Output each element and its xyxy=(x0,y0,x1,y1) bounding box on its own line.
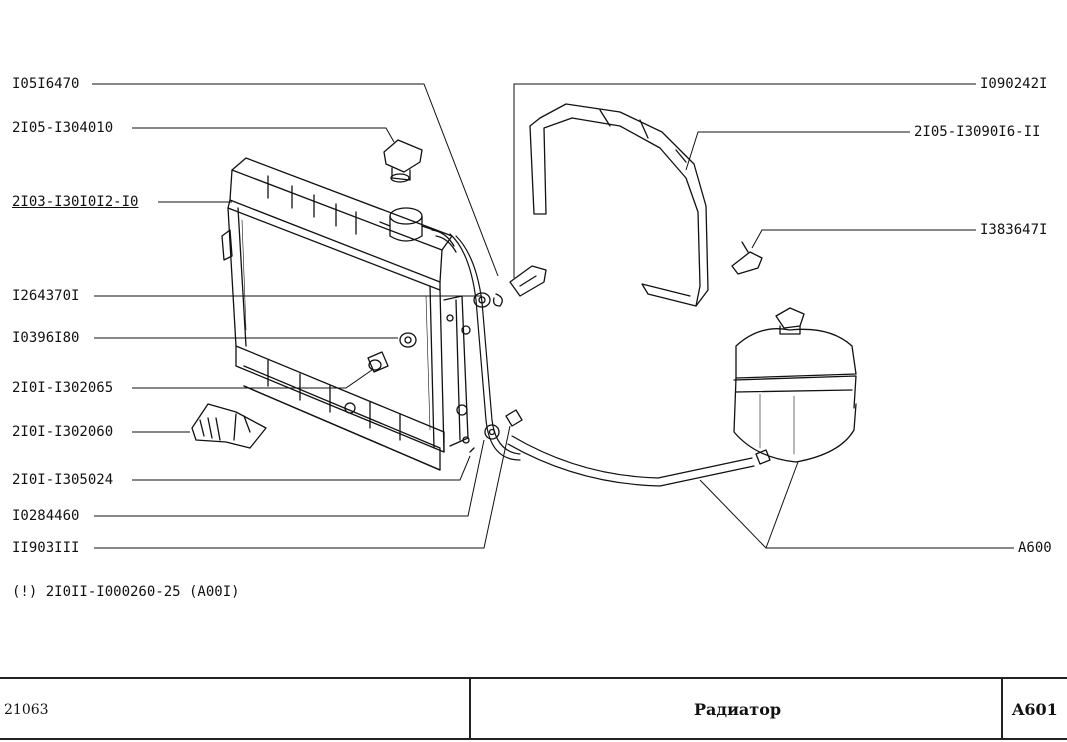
applicability-note: (!) 2I0II-I000260-25 (A00I) xyxy=(12,584,240,600)
callout-label-c3: 2I03-I30I0I2-I0 xyxy=(12,194,139,210)
leader-c9 xyxy=(94,439,485,517)
leader-r4 xyxy=(699,479,1014,549)
leader-r3 xyxy=(751,229,976,249)
callout-label-c9: I0284460 xyxy=(12,508,80,524)
leader-c8 xyxy=(132,455,471,481)
leader-r2 xyxy=(685,131,910,171)
footer-model: 21063 xyxy=(4,702,49,718)
footer-divider-left xyxy=(469,677,471,740)
leader-c1 xyxy=(92,83,499,277)
leader-r4b xyxy=(765,461,799,549)
callout-label-r2: 2I05-I3090I6-II xyxy=(914,124,1041,140)
callout-label-r4: A600 xyxy=(1018,540,1052,556)
footer-bottom-rule xyxy=(0,738,1067,740)
hose-illustration xyxy=(449,233,755,487)
callout-label-r1: I090242I xyxy=(980,76,1048,92)
callout-label-c10: II903III xyxy=(12,540,80,556)
leader-lines xyxy=(92,83,1014,549)
radiator-cap-illustration xyxy=(383,139,423,183)
callout-label-c6: 2I0I-I302065 xyxy=(12,380,114,396)
callout-label-c5: I0396I80 xyxy=(12,330,80,346)
footer-code: A601 xyxy=(1012,700,1058,719)
leader-c6 xyxy=(132,369,373,389)
radiator-core-illustration xyxy=(221,157,471,471)
expansion-tank-illustration xyxy=(733,307,857,465)
rubber-pad-illustration xyxy=(191,403,267,449)
callout-label-c1: I05I6470 xyxy=(12,76,80,92)
footer-title: Радиатор xyxy=(694,700,782,719)
footer-divider-right xyxy=(1001,677,1003,740)
leader-c2 xyxy=(132,127,395,143)
callout-label-c2: 2I05-I304010 xyxy=(12,120,114,136)
callout-label-c7: 2I0I-I302060 xyxy=(12,424,114,440)
callout-label-r3: I383647I xyxy=(980,222,1048,238)
fan-shroud-illustration xyxy=(529,103,709,307)
footer-top-rule xyxy=(0,677,1067,679)
leader-r1 xyxy=(513,83,976,278)
fasteners-illustration xyxy=(367,241,763,453)
callout-label-c8: 2I0I-I305024 xyxy=(12,472,114,488)
leader-c10 xyxy=(94,425,511,549)
callout-label-c4: I264370I xyxy=(12,288,80,304)
